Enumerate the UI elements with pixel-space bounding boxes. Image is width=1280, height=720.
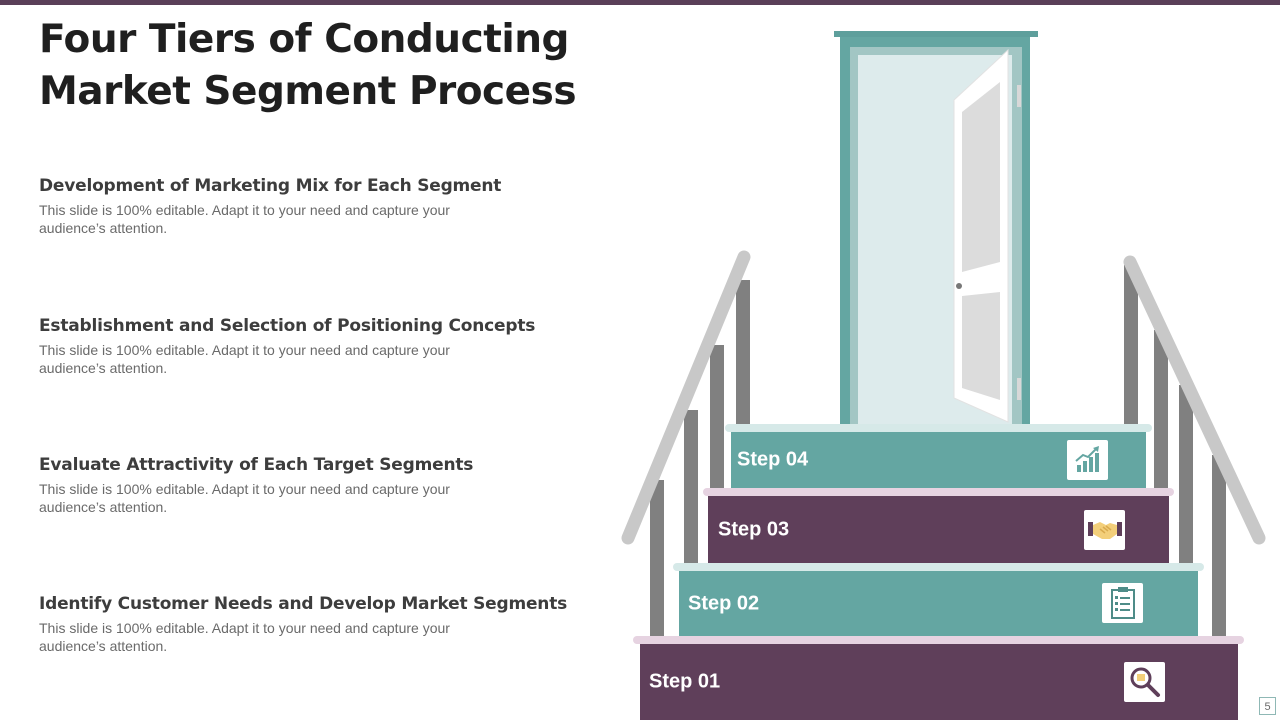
slide-title-line-2: Market Segment Process — [39, 69, 577, 114]
handshake-icon — [1084, 510, 1125, 550]
baluster — [1154, 330, 1168, 490]
step-01: Step 01 — [640, 644, 1238, 720]
step-02: Step 02 — [679, 571, 1198, 637]
item-heading: Establishment and Selection of Positioni… — [39, 316, 536, 336]
slide-title-line-1: Four Tiers of Conducting — [39, 17, 569, 62]
item-2: Establishment and Selection of Positioni… — [39, 315, 579, 377]
door-hinge — [1017, 85, 1021, 107]
door-lintel — [834, 31, 1038, 37]
step-label: Step 04 — [737, 448, 809, 471]
step-03: Step 03 — [708, 496, 1169, 563]
growth-chart-icon — [1067, 440, 1108, 480]
baluster — [736, 280, 750, 425]
baluster — [1212, 455, 1226, 640]
baluster — [1179, 385, 1193, 565]
item-heading: Development of Marketing Mix for Each Se… — [39, 176, 502, 196]
top-accent-bar — [0, 0, 1280, 5]
step-04: Step 04 — [731, 432, 1146, 488]
item-text: This slide is 100% editable. Adapt it to… — [39, 481, 450, 515]
item-text: This slide is 100% editable. Adapt it to… — [39, 620, 450, 654]
door-window-upper — [962, 82, 1000, 272]
door-window-lower — [962, 292, 1000, 400]
step-ledge — [673, 563, 1204, 571]
magnifier-icon — [1124, 662, 1165, 702]
baluster — [710, 345, 724, 490]
page-number: 5 — [1259, 697, 1276, 715]
slide-title: Four Tiers of Conducting Market Segment … — [39, 14, 599, 118]
step-label: Step 02 — [688, 592, 760, 615]
item-4: Identify Customer Needs and Develop Mark… — [39, 593, 579, 655]
item-1: Development of Marketing Mix for Each Se… — [39, 175, 579, 237]
step-label: Step 01 — [649, 670, 721, 693]
baluster — [1124, 265, 1138, 425]
baluster — [650, 480, 664, 640]
item-3: Evaluate Attractivity of Each Target Seg… — [39, 454, 579, 516]
item-text: This slide is 100% editable. Adapt it to… — [39, 342, 450, 376]
step-label: Step 03 — [718, 518, 790, 540]
step-ledge — [725, 424, 1152, 432]
step-ledge — [633, 636, 1244, 644]
item-text: This slide is 100% editable. Adapt it to… — [39, 202, 450, 236]
handrail-right — [1123, 255, 1266, 545]
clipboard-icon — [1102, 583, 1143, 623]
step-ledge — [703, 488, 1174, 496]
item-heading: Identify Customer Needs and Develop Mark… — [39, 594, 568, 614]
door-knob — [956, 283, 962, 289]
handrail-left — [621, 250, 751, 545]
door-hinge — [1017, 378, 1021, 400]
baluster — [684, 410, 698, 565]
item-heading: Evaluate Attractivity of Each Target Seg… — [39, 455, 474, 475]
